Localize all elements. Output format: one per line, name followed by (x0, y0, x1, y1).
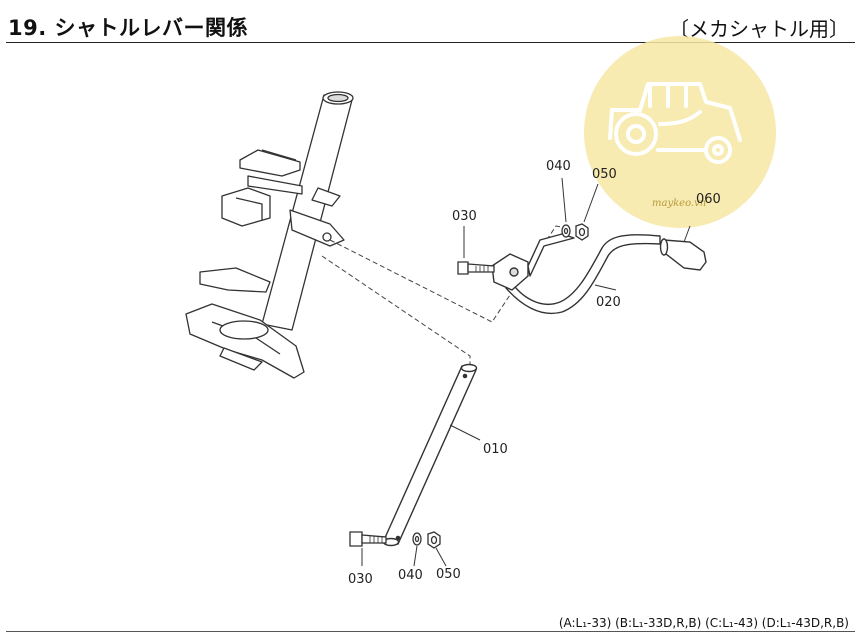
model-applicability: (A:L₁-33) (B:L₁-33D,R,B) (C:L₁-43) (D:L₁… (558, 616, 849, 630)
header-rule (6, 42, 855, 43)
nut-050-upper (575, 183, 599, 241)
part-label-040-upper: 040 (546, 159, 571, 174)
page-title: 19. シャトルレバー関係 (8, 16, 249, 40)
page-subtitle: 〔メカシャトル用〕 (669, 17, 849, 41)
tractor-icon (608, 82, 742, 164)
part-label-010: 010 (483, 442, 508, 457)
part-label-030-upper: 030 (452, 209, 477, 224)
steering-column (185, 91, 354, 379)
footer-rule (6, 631, 855, 632)
lever-020 (491, 233, 661, 314)
watermark: maykeo.vn (584, 36, 776, 228)
washer-040-lower (412, 532, 422, 567)
watermark-text: maykeo.vn (652, 198, 706, 209)
part-label-050-upper: 050 (592, 167, 617, 182)
part-label-030-lower: 030 (348, 572, 373, 587)
rod-010 (382, 363, 481, 547)
part-label-040-lower: 040 (398, 568, 423, 583)
washer-040-upper (561, 177, 571, 238)
part-label-050-lower: 050 (436, 567, 461, 582)
knob-060 (659, 225, 707, 271)
part-label-020: 020 (596, 295, 621, 310)
nut-050-lower (427, 531, 447, 567)
assembly-lines (321, 225, 567, 370)
bolt-030-lower (349, 531, 387, 566)
part-label-060: 060 (696, 192, 721, 207)
bolt-030-upper (457, 226, 495, 275)
